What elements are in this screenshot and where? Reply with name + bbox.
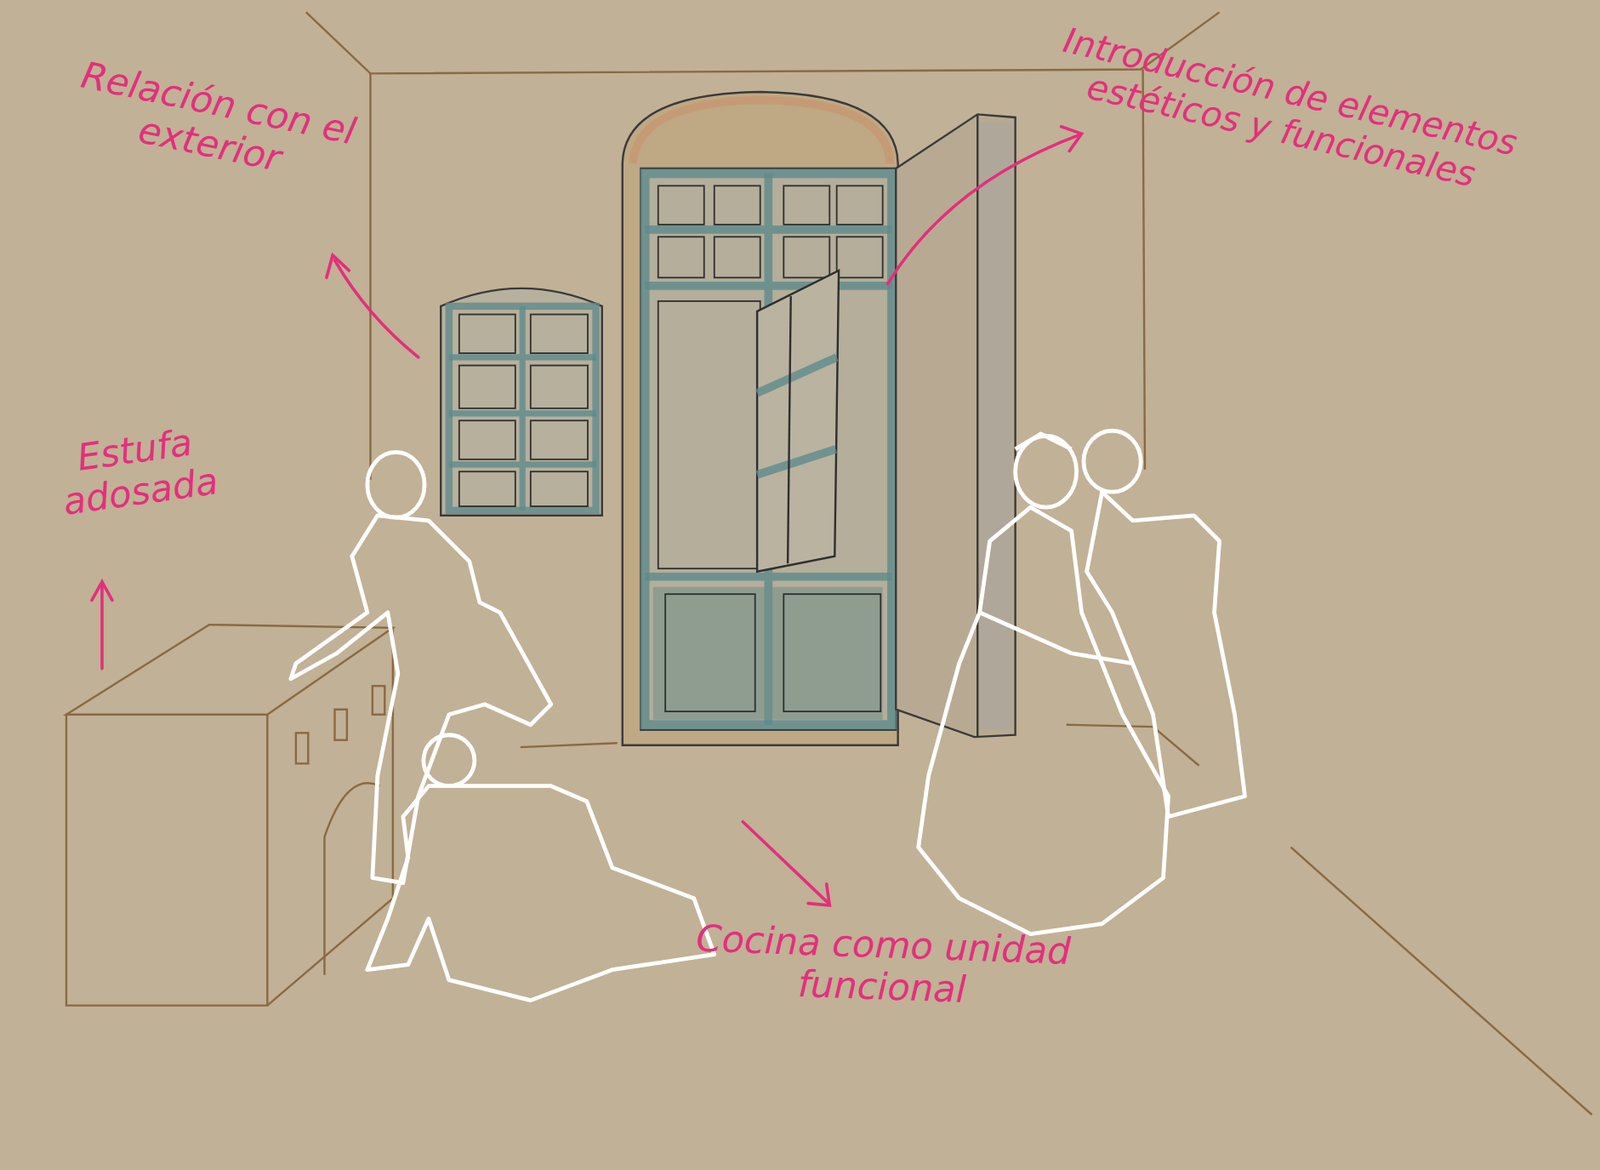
- balcony-door-stroke-stroke: [644, 225, 892, 234]
- balcony-door-stroke: [653, 586, 883, 720]
- open-leaf-stroke: [895, 113, 1015, 737]
- small-window-stroke-stroke: [449, 461, 597, 467]
- small-window-stroke-stroke: [530, 313, 588, 354]
- small-window-stroke-stroke: [530, 471, 588, 507]
- room-lines-stroke: [1291, 847, 1593, 1115]
- figures-stroke: [423, 734, 475, 786]
- figures-stroke: [918, 506, 1169, 934]
- balcony-door-stroke-stroke: [783, 236, 830, 278]
- figures-stroke: [367, 451, 425, 518]
- room-lines: [306, 11, 1593, 1115]
- balcony-door-stroke-stroke: [665, 593, 756, 712]
- small-window-stroke-stroke: [459, 420, 516, 460]
- balcony-door-stroke: [640, 168, 896, 730]
- small-window-stroke-stroke: [459, 364, 516, 408]
- open-casement-stroke: [757, 270, 839, 572]
- small-window: [440, 288, 603, 516]
- open-leaf-stroke: [979, 122, 1013, 730]
- room-lines-stroke: [1143, 69, 1145, 470]
- callout-arrows-stroke: [326, 255, 349, 278]
- figures-stroke: [1087, 491, 1246, 816]
- open-casement-stroke: [757, 357, 838, 393]
- stove-stroke: [66, 624, 393, 715]
- balcony-door-stroke: [622, 91, 899, 746]
- open-leaf-stroke: [976, 113, 979, 737]
- balcony-door-stroke-stroke: [658, 185, 705, 225]
- balcony-door-stroke-stroke: [658, 236, 705, 278]
- open-casement-stroke: [757, 449, 836, 475]
- balcony-door-stroke: [644, 173, 892, 725]
- figures-stroke: [290, 515, 552, 883]
- balcony-door-stroke: [632, 100, 890, 164]
- small-window-stroke: [459, 313, 588, 507]
- balcony-door-stroke-stroke: [783, 185, 830, 225]
- callout-arrows: [91, 126, 1082, 906]
- callout-arrows-stroke: [334, 260, 418, 358]
- small-window-stroke-stroke: [459, 313, 516, 354]
- callout-arrows-stroke: [91, 581, 113, 601]
- small-window-stroke-stroke: [449, 409, 597, 416]
- balcony-door-stroke-stroke: [714, 236, 761, 278]
- open-casement: [757, 270, 839, 572]
- figures: [290, 430, 1246, 1000]
- callout-arrows-stroke: [1061, 126, 1082, 152]
- callout-arrows-stroke: [742, 821, 829, 904]
- figures-stroke: [979, 612, 1134, 664]
- open-casement-stroke: [787, 296, 792, 564]
- callout-arrows-stroke: [888, 134, 1081, 284]
- small-window-stroke: [449, 306, 597, 511]
- small-window-stroke-stroke: [530, 420, 588, 460]
- small-window-stroke-stroke: [530, 364, 588, 408]
- figures-stroke: [1015, 433, 1072, 450]
- stove-stroke: [296, 732, 308, 763]
- figures-stroke: [367, 785, 715, 1001]
- room-lines-stroke: [520, 742, 618, 747]
- open-leaf: [895, 113, 1015, 737]
- stove-stroke: [372, 685, 385, 715]
- stove-stroke: [334, 709, 347, 741]
- balcony-door-stroke: [658, 185, 883, 712]
- callout-arrows-stroke: [808, 883, 830, 906]
- small-window-stroke: [440, 288, 603, 516]
- small-window-stroke: [449, 306, 597, 511]
- stove-stroke: [66, 714, 268, 1006]
- balcony-door-stroke-stroke: [837, 236, 883, 278]
- stove: [66, 624, 393, 1005]
- small-window-stroke-stroke: [519, 306, 526, 511]
- balcony-door-stroke: [644, 173, 892, 725]
- callout-arrows-stroke: [100, 583, 104, 669]
- balcony-door-stroke-stroke: [658, 301, 761, 569]
- small-window-stroke-stroke: [459, 471, 516, 507]
- balcony-door-stroke-stroke: [783, 593, 881, 712]
- balcony-door: [622, 91, 1016, 746]
- balcony-door-stroke-stroke: [644, 281, 892, 291]
- small-window-stroke-stroke: [449, 353, 597, 360]
- balcony-door-stroke-stroke: [644, 572, 892, 581]
- balcony-door-stroke-stroke: [714, 185, 761, 225]
- balcony-door-stroke-stroke: [837, 185, 883, 225]
- annotation-note: Cocina como unidad funcional: [677, 916, 1088, 1015]
- figures-stroke: [1083, 430, 1141, 492]
- room-lines-stroke: [369, 73, 371, 479]
